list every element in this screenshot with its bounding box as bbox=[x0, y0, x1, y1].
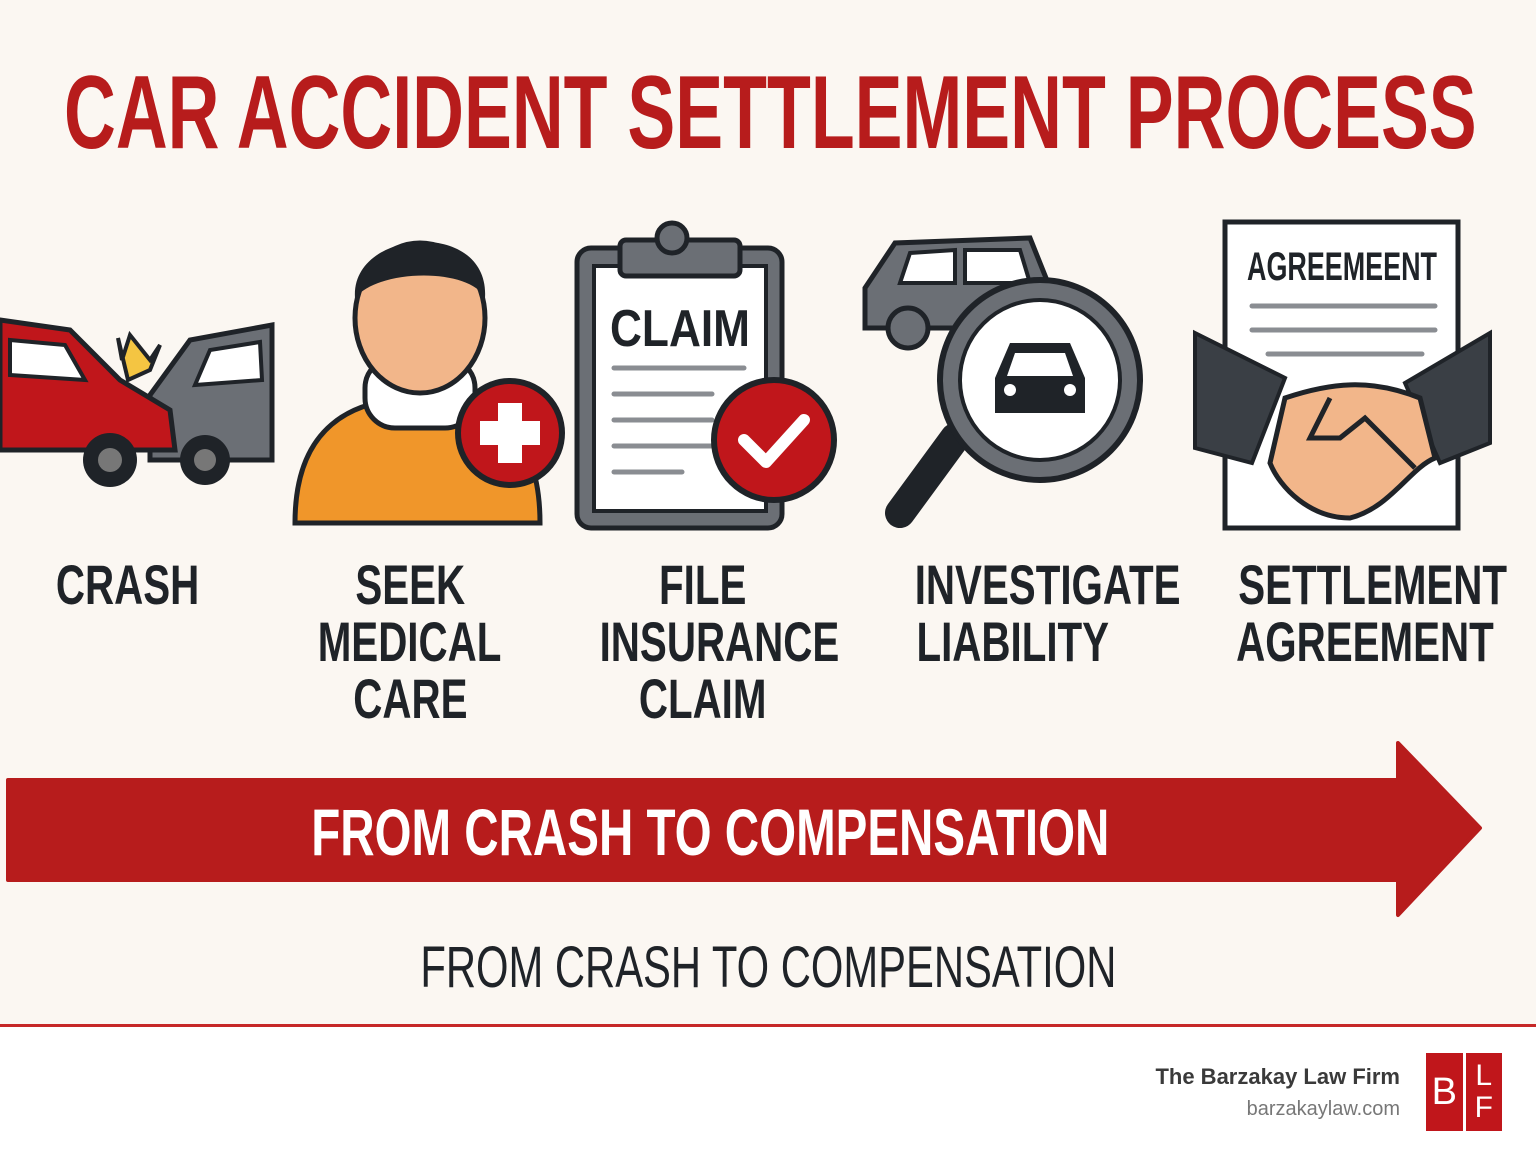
handshake-agreement-icon: AGREEMEENT bbox=[1193, 219, 1492, 531]
logo-b: B bbox=[1426, 1053, 1463, 1131]
car-crash-icon bbox=[0, 317, 275, 487]
arrow-text: FROM CRASH TO COMPENSATION bbox=[310, 795, 1110, 869]
footer bbox=[0, 1024, 1536, 1154]
firm-name: The Barzakay Law Firm bbox=[1155, 1064, 1400, 1089]
page-title: CAR ACCIDENT SETTLEMENT PROCESS bbox=[64, 55, 1477, 171]
magnifier-car-icon bbox=[862, 235, 1143, 528]
step-label-crash: CRASH bbox=[56, 553, 200, 616]
agreement-icon-text: AGREEMEENT bbox=[1247, 245, 1437, 289]
clipboard-claim-icon: CLAIM bbox=[574, 220, 837, 531]
firm-website[interactable]: barzakaylaw.com bbox=[1246, 1098, 1400, 1120]
progress-arrow bbox=[6, 741, 1482, 917]
claim-icon-text: CLAIM bbox=[610, 300, 750, 358]
subtitle: FROM CRASH TO COMPENSATION bbox=[419, 935, 1117, 1000]
injured-person-icon bbox=[292, 240, 565, 526]
